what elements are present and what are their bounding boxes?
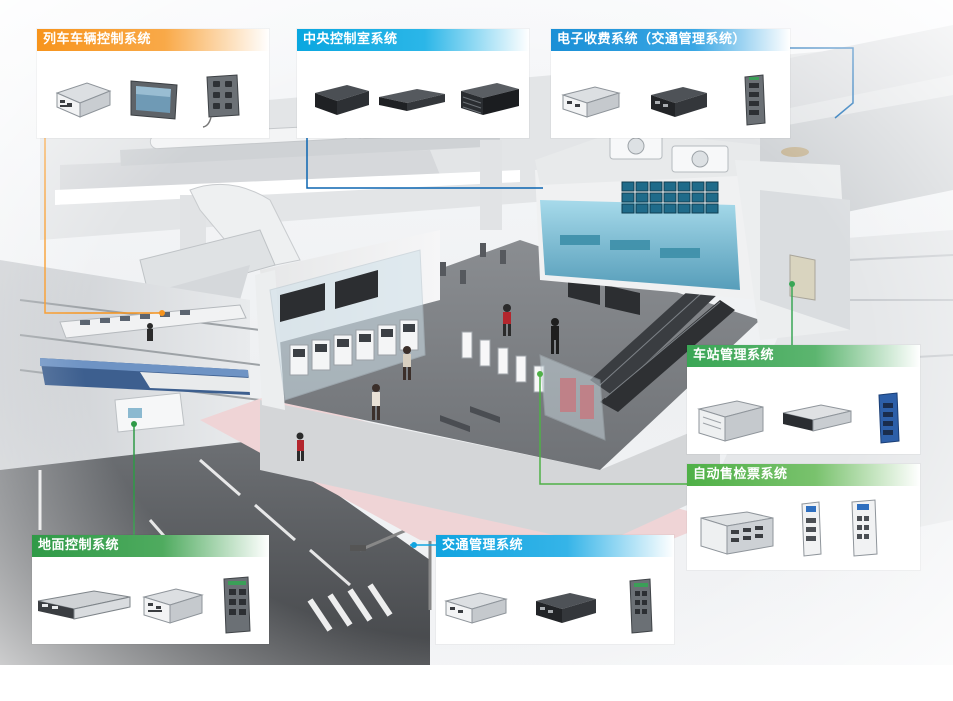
embedded-computer-icon <box>651 87 707 117</box>
embedded-computer-icon <box>142 588 204 624</box>
industrial-switch-icon <box>629 578 653 634</box>
panel-title-central-control: 中央控制室系统 <box>297 29 529 51</box>
panel-ticket-vending: 自动售检票系统 <box>687 464 920 570</box>
panel-title-station-management: 车站管理系统 <box>687 345 920 367</box>
panel-title-text: 电子收费系统（交通管理系统） <box>557 32 747 47</box>
panel-pc-icon <box>130 80 178 120</box>
panel-central-control: 中央控制室系统 <box>297 29 529 138</box>
embedded-computer-icon <box>536 593 596 623</box>
panel-title-electronic-fare: 电子收费系统（交通管理系统） <box>551 29 790 51</box>
panel-ground-control: 地面控制系统 <box>32 535 269 644</box>
embedded-computer-icon <box>561 86 621 118</box>
rackmount-server-icon <box>461 83 519 115</box>
rackmount-server-icon <box>37 590 131 620</box>
rackmount-server-icon <box>315 85 369 115</box>
industrial-switch-icon <box>878 392 900 444</box>
embedded-computer-icon <box>55 82 112 118</box>
panel-title-text: 中央控制室系统 <box>303 32 398 47</box>
panel-traffic-management: 交通管理系统 <box>436 535 674 644</box>
industrial-switch-icon <box>744 74 766 126</box>
panel-title-ticket-vending: 自动售检票系统 <box>687 464 920 486</box>
embedded-computer-icon <box>444 592 508 624</box>
panel-title-text: 自动售检票系统 <box>693 467 788 482</box>
panel-title-text: 列车车辆控制系统 <box>43 32 152 47</box>
rackmount-server-icon <box>379 89 445 111</box>
panel-train-control: 列车车辆控制系统 <box>37 29 269 138</box>
industrial-switch-icon <box>223 576 251 634</box>
panel-station-management: 车站管理系统 <box>687 345 920 454</box>
industrial-chassis-icon <box>700 511 774 555</box>
rackmount-server-icon <box>782 404 852 432</box>
panel-title-text: 交通管理系统 <box>442 538 524 553</box>
industrial-switch-icon <box>851 499 878 557</box>
industrial-chassis-icon <box>697 400 764 442</box>
panel-title-train-control: 列车车辆控制系统 <box>37 29 269 51</box>
industrial-switch-icon <box>202 74 240 128</box>
panel-title-text: 地面控制系统 <box>38 538 120 553</box>
panel-electronic-fare: 电子收费系统（交通管理系统） <box>551 29 790 138</box>
panel-title-text: 车站管理系统 <box>693 348 775 363</box>
panel-title-traffic-management: 交通管理系统 <box>436 535 674 557</box>
panel-title-ground-control: 地面控制系统 <box>32 535 269 557</box>
industrial-switch-icon <box>801 501 822 557</box>
